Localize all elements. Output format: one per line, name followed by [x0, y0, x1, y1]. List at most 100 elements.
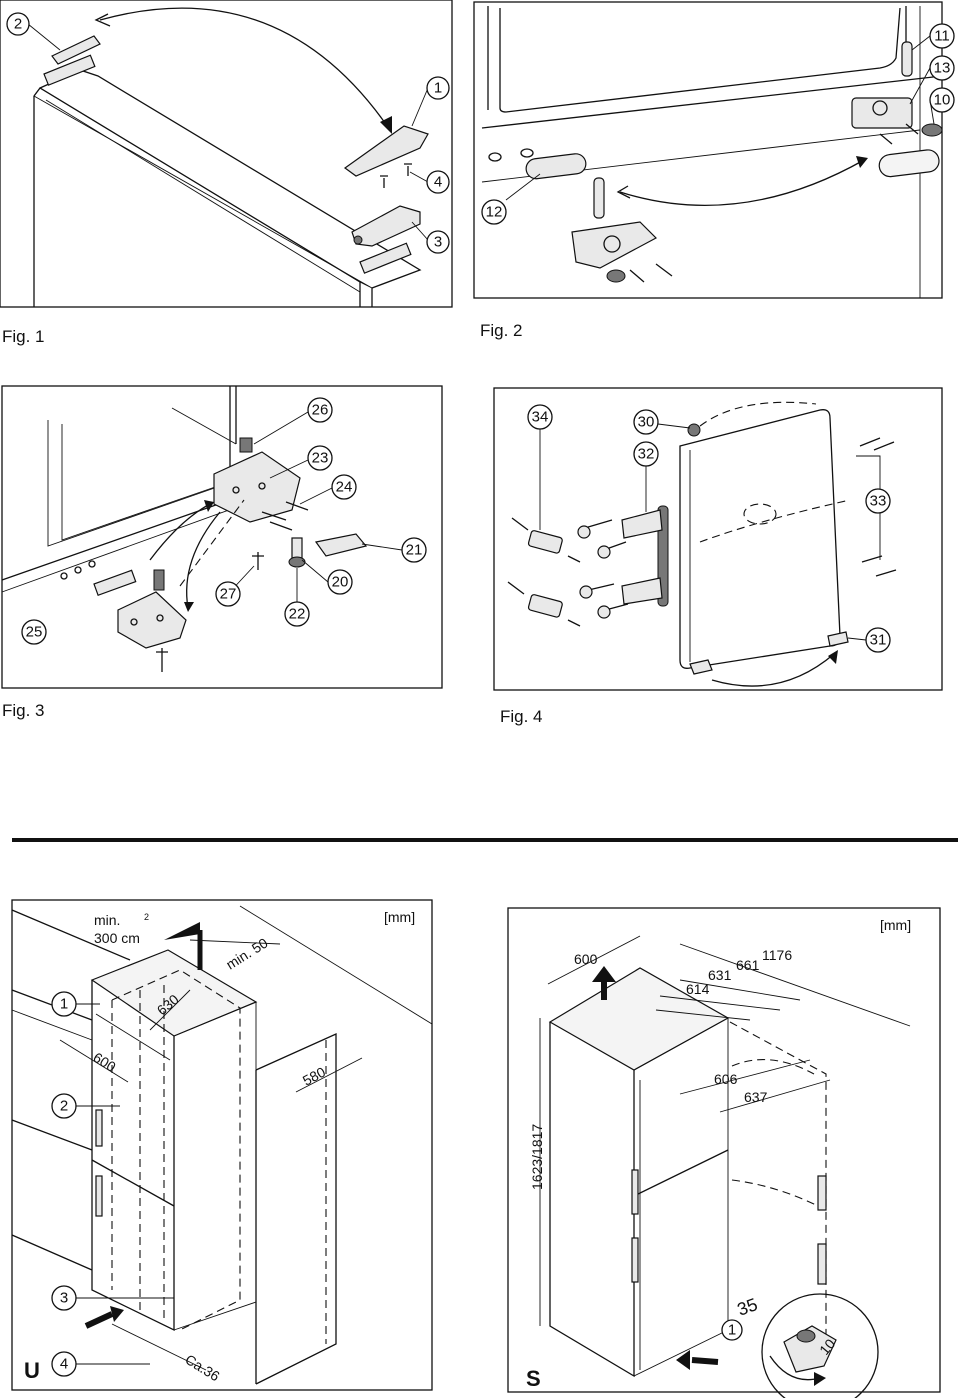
callout-22: 22 — [284, 568, 310, 627]
fig4-panel: 34 30 32 33 31 — [493, 387, 943, 691]
fig3-caption: Fig. 3 — [2, 701, 45, 720]
svg-text:4: 4 — [60, 1356, 68, 1373]
unit-label: [mm] — [384, 909, 415, 925]
callout-11: 11 — [911, 23, 955, 51]
dim-600-S: 600 — [574, 951, 598, 967]
callout-33: 33 — [865, 488, 891, 514]
fig1-frame — [0, 0, 453, 308]
dim-600: 600 — [90, 1049, 118, 1075]
hinge-bracket — [213, 451, 301, 523]
callout-30: 30 — [633, 409, 691, 435]
callout-26: 26 — [253, 397, 333, 445]
screw — [404, 163, 412, 176]
hinge-pin-upper — [901, 41, 913, 77]
hinge-bracket-lower — [571, 221, 657, 269]
dim-661: 661 — [736, 957, 760, 973]
svg-text:32: 32 — [638, 446, 655, 463]
hole-cover-target — [878, 149, 940, 178]
callout-12: 12 — [481, 173, 541, 225]
svg-text:20: 20 — [332, 574, 349, 591]
hinge-cover — [343, 125, 429, 177]
separator-line — [12, 838, 958, 842]
svg-text:10: 10 — [934, 92, 951, 109]
cover-cap — [51, 35, 101, 65]
figU-callout-4: 4 — [51, 1351, 150, 1377]
dim-1176: 1176 — [762, 947, 792, 963]
figU-letter: U — [24, 1358, 40, 1383]
figU-callout-1: 1 — [51, 991, 100, 1017]
fig2-frame — [473, 1, 943, 299]
callout-21: 21 — [361, 537, 427, 563]
figU-panel: min. 300 cm 2 [mm] min. 50 630 600 580 C… — [11, 899, 433, 1391]
svg-text:23: 23 — [312, 450, 329, 467]
callout-25: 25 — [21, 619, 47, 645]
screw-set — [261, 501, 309, 531]
figU-callout-3: 3 — [51, 1285, 174, 1311]
fig3-panel: 26 23 24 21 20 27 22 25 — [1, 385, 443, 689]
svg-text:24: 24 — [336, 479, 353, 496]
svg-text:31: 31 — [870, 632, 887, 649]
handle-screws — [577, 519, 629, 613]
figU-frame — [11, 899, 433, 1391]
svg-text:4: 4 — [434, 174, 442, 191]
move-arrow — [99, 7, 391, 131]
hinge-lower — [117, 591, 187, 649]
cover-strip — [93, 569, 137, 597]
fig1-caption: Fig. 1 — [2, 327, 45, 346]
cap-lower — [527, 594, 563, 618]
plugs — [859, 437, 897, 577]
svg-text:11: 11 — [934, 28, 950, 45]
callout-4: 4 — [409, 170, 450, 194]
hinge-pin-lower — [593, 177, 605, 219]
svg-text:1: 1 — [728, 1322, 736, 1339]
fig1-panel: 2 1 4 3 — [0, 0, 453, 308]
min-area-sup: 2 — [144, 912, 149, 922]
top-hinge-plate-right — [359, 242, 412, 274]
svg-text:1: 1 — [60, 996, 68, 1013]
svg-text:25: 25 — [26, 624, 43, 641]
fig4-frame — [493, 387, 943, 691]
svg-text:22: 22 — [289, 606, 306, 623]
washer-lower — [606, 269, 626, 283]
washer — [921, 123, 943, 137]
cap-upper — [527, 530, 563, 554]
figS-letter: S — [526, 1366, 541, 1391]
bushing — [288, 556, 306, 568]
clip — [314, 533, 368, 557]
door — [679, 409, 841, 669]
hole-cover-plug — [525, 153, 587, 180]
figU-callout-2: 2 — [51, 1093, 120, 1119]
unit-label-S: [mm] — [880, 917, 911, 933]
callout-23: 23 — [269, 445, 333, 479]
callout-32: 32 — [633, 441, 659, 512]
fig2-caption: Fig. 2 — [480, 321, 523, 340]
callout-3: 3 — [411, 221, 450, 254]
callout-34: 34 — [527, 404, 553, 530]
dim-637: 637 — [744, 1089, 768, 1105]
callout-24: 24 — [299, 474, 357, 505]
dim-height: 1623/1817 — [529, 1124, 545, 1190]
dim-580: 580 — [300, 1063, 328, 1088]
min50-label: min. 50 — [223, 935, 271, 973]
dim-606: 606 — [714, 1071, 738, 1087]
callout-27: 27 — [215, 565, 255, 607]
top-hinge-plate-left — [43, 54, 96, 86]
dim-614: 614 — [686, 981, 710, 997]
hinge-bracket-upper — [851, 97, 913, 129]
svg-text:13: 13 — [934, 60, 951, 77]
callout-31: 31 — [847, 627, 891, 653]
dim-35: 35 — [735, 1294, 761, 1320]
svg-text:30: 30 — [638, 414, 655, 431]
fig3-frame — [1, 385, 443, 689]
svg-text:21: 21 — [406, 542, 423, 559]
callout-20: 20 — [301, 559, 353, 595]
dim-631: 631 — [708, 967, 732, 983]
min-label: min. — [94, 912, 120, 928]
figS-callout-1: 1 — [721, 1319, 743, 1341]
svg-text:27: 27 — [220, 586, 237, 603]
figS-panel: [mm] 600 1176 661 631 614 606 637 1623/1… — [507, 907, 941, 1398]
top-pin — [687, 423, 701, 437]
svg-text:2: 2 — [14, 16, 22, 33]
svg-text:26: 26 — [312, 402, 329, 419]
